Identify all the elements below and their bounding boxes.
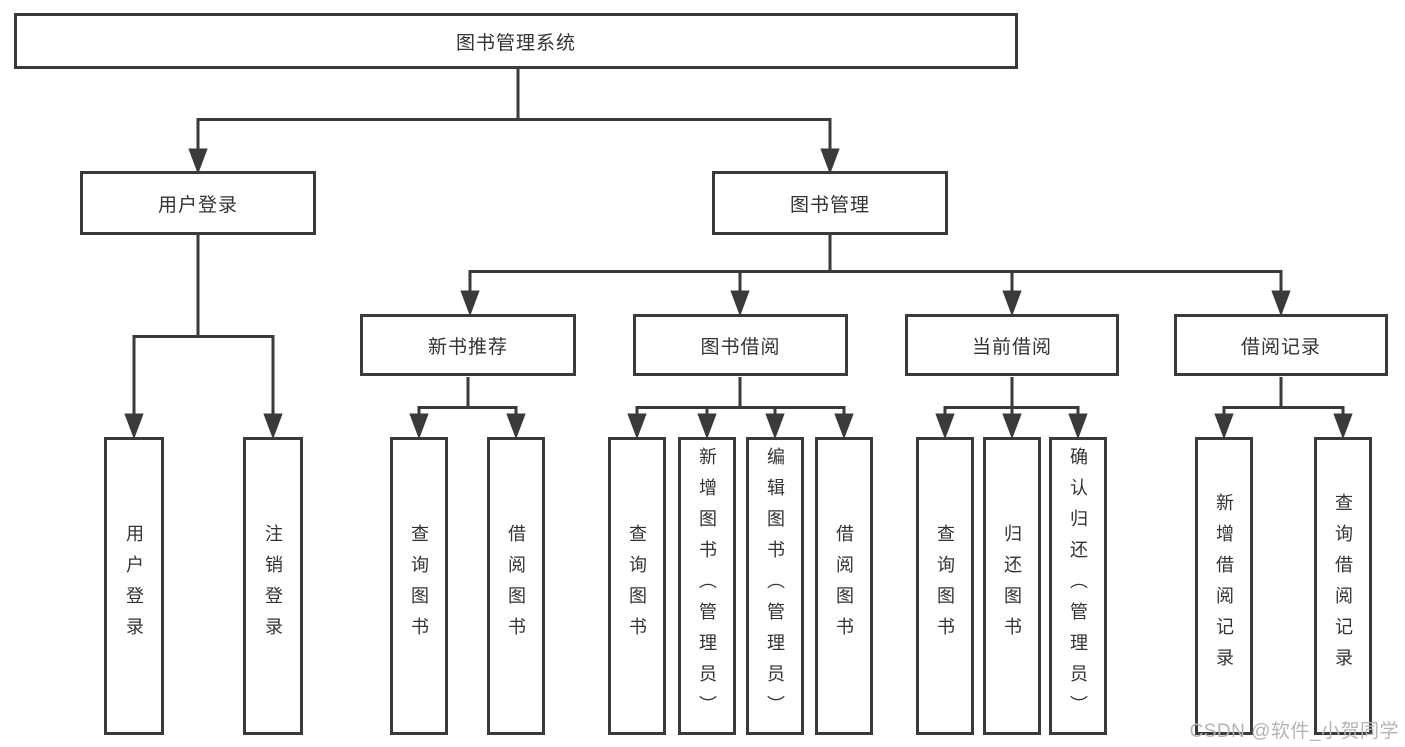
node-label: 当前借阅 [971,336,1052,358]
leaf-label: 用户登录 [124,524,144,648]
leaf-confirm-return-admin: 确认归还（管理员） [1049,437,1107,735]
leaf-label: 查询图书 [935,524,955,648]
leaf-label: 注销登录 [263,524,283,648]
node-library-management-system: 图书管理系统 [14,13,1018,69]
node-label: 图书借阅 [700,336,781,358]
leaf-query-borrow-record: 查询借阅记录 [1314,437,1372,735]
leaf-query-books-recommend: 查询图书 [390,437,448,735]
node-label: 图书管理 [789,194,870,216]
node-borrowing-records: 借阅记录 [1174,314,1388,376]
leaf-query-books-borrowing: 查询图书 [608,437,666,735]
leaf-label: 新增借阅记录 [1214,493,1234,679]
leaf-logout: 注销登录 [243,437,303,735]
leaf-user-login: 用户登录 [104,437,164,735]
leaf-label: 编辑图书（管理员） [765,446,785,726]
leaf-label: 借阅图书 [834,524,854,648]
leaf-label: 新增图书（管理员） [697,446,717,726]
leaf-borrow-books: 借阅图书 [815,437,873,735]
node-label: 图书管理系统 [455,32,576,54]
node-book-management: 图书管理 [712,171,948,235]
leaf-label: 归还图书 [1002,524,1022,648]
leaf-edit-books-admin: 编辑图书（管理员） [746,437,804,735]
leaf-add-books-admin: 新增图书（管理员） [678,437,736,735]
csdn-watermark: CSDN @软件_小贺同学 [1189,721,1399,742]
node-label: 新书推荐 [427,336,508,358]
leaf-label: 借阅图书 [506,524,526,648]
node-user-login: 用户登录 [80,171,316,235]
node-new-book-recommendation: 新书推荐 [360,314,576,376]
leaf-label: 确认归还（管理员） [1068,446,1088,726]
leaf-label: 查询图书 [409,524,429,648]
leaf-borrow-books-recommend: 借阅图书 [487,437,545,735]
node-current-borrowing: 当前借阅 [905,314,1119,376]
node-label: 借阅记录 [1240,336,1321,358]
node-label: 用户登录 [157,194,238,216]
leaf-add-borrow-record: 新增借阅记录 [1195,437,1253,735]
leaf-query-books-current: 查询图书 [916,437,974,735]
node-book-borrowing: 图书借阅 [633,314,848,376]
leaf-label: 查询借阅记录 [1333,493,1353,679]
leaf-label: 查询图书 [627,524,647,648]
leaf-return-books: 归还图书 [983,437,1041,735]
